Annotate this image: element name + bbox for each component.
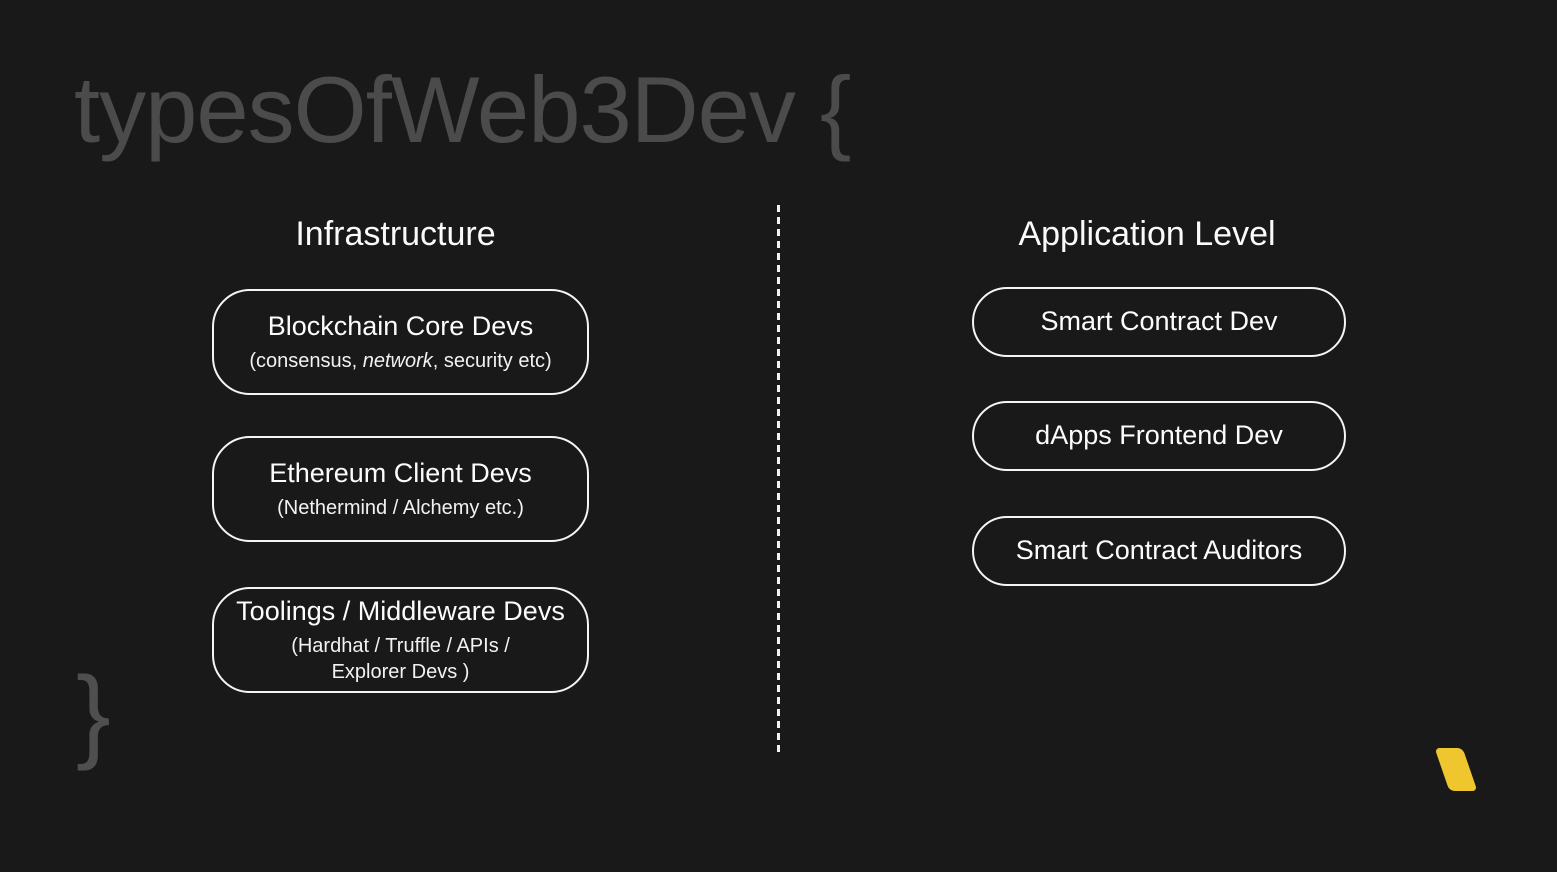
box-title: Smart Contract Auditors xyxy=(1015,535,1303,566)
smart-contract-dev-box: Smart Contract Dev xyxy=(972,287,1346,357)
toolings-middleware-devs-box: Toolings / Middleware Devs (Hardhat / Tr… xyxy=(212,587,589,693)
application-level-column-header: Application Level xyxy=(1018,215,1276,253)
box-subtitle: (Nethermind / Alchemy etc.) xyxy=(277,496,524,519)
ethereum-client-devs-box: Ethereum Client Devs (Nethermind / Alche… xyxy=(212,436,589,542)
blockchain-core-devs-box: Blockchain Core Devs (consensus, network… xyxy=(212,289,589,395)
closing-brace-decoration: } xyxy=(76,656,111,772)
brand-logo-parallelogram-icon xyxy=(1434,748,1478,791)
box-title: Ethereum Client Devs xyxy=(269,458,532,489)
subtitle-italic-word: network xyxy=(362,349,433,372)
smart-contract-auditors-box: Smart Contract Auditors xyxy=(972,516,1346,586)
subtitle-line-1: (Hardhat / Truffle / APIs / xyxy=(291,634,510,657)
box-title: Blockchain Core Devs xyxy=(267,311,534,342)
infrastructure-column-header: Infrastructure xyxy=(295,215,496,253)
box-subtitle: (consensus, network, security etc) xyxy=(249,348,551,374)
dashed-column-divider xyxy=(777,205,780,755)
box-subtitle: (Hardhat / Truffle / APIs / Explorer Dev… xyxy=(291,633,510,685)
slide-title: typesOfWeb3Dev { xyxy=(74,57,851,162)
subtitle-line-2: Explorer Devs ) xyxy=(331,660,470,683)
box-title: Smart Contract Dev xyxy=(1040,306,1278,337)
box-title: Toolings / Middleware Devs xyxy=(236,596,565,627)
subtitle-prefix: (consensus, xyxy=(249,349,363,372)
subtitle-suffix: , security etc) xyxy=(432,349,552,372)
dapps-frontend-dev-box: dApps Frontend Dev xyxy=(972,401,1346,471)
box-title: dApps Frontend Dev xyxy=(1035,420,1283,451)
